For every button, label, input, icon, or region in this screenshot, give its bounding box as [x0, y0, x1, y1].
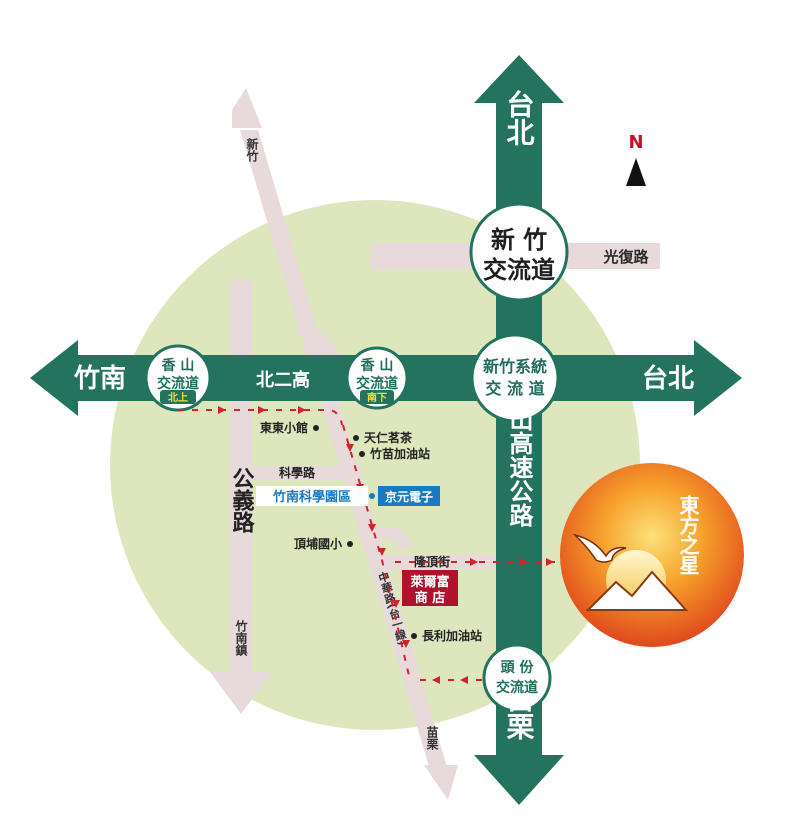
toufen-interchange [482, 643, 552, 713]
hsinchu-system-line2: 交 流 道 [485, 379, 544, 398]
zhunan-town-label: 竹南鎮 [234, 619, 248, 657]
guangfu-road-label: 光復路 [602, 248, 649, 266]
xiangshan-west-line1: 香 山 [161, 357, 195, 374]
kyec-bg [378, 486, 440, 506]
branch-road [296, 322, 340, 358]
north-arrow [474, 55, 564, 103]
science-park-label: 竹南科學園區 [272, 489, 351, 505]
miaoli-bottom-label: 苗栗 [425, 725, 439, 751]
northbound-tag-bg [160, 390, 196, 404]
west-label: 竹南 [73, 364, 126, 394]
south-label: 苗栗 [503, 684, 536, 740]
store-line2: 商 店 [415, 590, 446, 606]
route-segment-west [178, 409, 343, 426]
west-arrow [30, 340, 78, 416]
xiangshan-west-line2: 交流道 [157, 375, 199, 392]
southbound-tag: 南下 [367, 391, 387, 404]
toufen-line2: 交流道 [496, 679, 538, 696]
brand-text: 東方之星 [676, 495, 700, 575]
brand-logo: 東方之星 [560, 463, 744, 647]
gongyi-road-label: 公義路 [229, 467, 255, 533]
store-bg [402, 570, 458, 606]
poi-markers [313, 425, 417, 639]
dongdong-label: 東東小館 [260, 420, 308, 435]
kexue-road [252, 466, 362, 480]
hsinchu-ic-line1: 新 竹 [491, 226, 547, 254]
east-label: 台北 [642, 363, 694, 394]
toufen-line1: 頭 份 [501, 659, 535, 676]
region-circle [110, 200, 640, 730]
beier-label: 北二高 [256, 369, 310, 391]
xiangshan-mid-line1: 香 山 [360, 357, 394, 374]
dingpu-school-label: 頂埔國小 [294, 536, 342, 551]
xiangshan-mid-line2: 交流道 [356, 375, 398, 392]
hsinchu-system-interchange [470, 333, 560, 423]
store-line1: 萊爾富 [409, 574, 449, 590]
southbound-tag-bg [360, 390, 394, 404]
interchanges [144, 202, 569, 713]
north-label: 台北 [503, 89, 536, 146]
local-roads [210, 88, 660, 800]
hsinchu-top-label: 新竹 [245, 137, 259, 163]
zhongshan-label: 中山高速公路 [505, 383, 533, 527]
changli-gas-label: 長利加油站 [422, 628, 482, 643]
south-arrow [474, 755, 564, 805]
route-arrowheads [218, 406, 554, 684]
longding-road [378, 555, 510, 569]
zhonghua-road [240, 130, 448, 770]
zhumiao-gas-label: 竹苗加油站 [369, 446, 430, 461]
kexue-road-label: 科學路 [279, 465, 316, 480]
hsinchu-ic-line2: 交流道 [483, 256, 555, 284]
gongyi-road-arrow [210, 672, 272, 714]
kyec-dot [369, 493, 375, 499]
east-arrow [694, 340, 742, 416]
route-segment-down [342, 424, 411, 681]
kyec-label: 京元電子 [385, 489, 433, 504]
longding-street-label: 隆頂街 [414, 554, 450, 569]
route-path [178, 409, 560, 681]
zhonghua-road-top-arrow [232, 88, 262, 128]
zhonghua-road-bottom-arrow [424, 765, 458, 800]
northbound-tag: 北上 [168, 391, 188, 404]
compass-n: N [628, 132, 643, 153]
compass-arrow-icon [626, 158, 646, 186]
hsinchu-interchange [469, 202, 569, 302]
tianren-label: 天仁茗茶 [364, 430, 413, 445]
brand-mountain-icon [585, 570, 689, 611]
brand-eagle-icon [572, 533, 627, 563]
hsinchu-system-line1: 新竹系統 [483, 357, 547, 376]
science-park-bg [256, 486, 368, 506]
